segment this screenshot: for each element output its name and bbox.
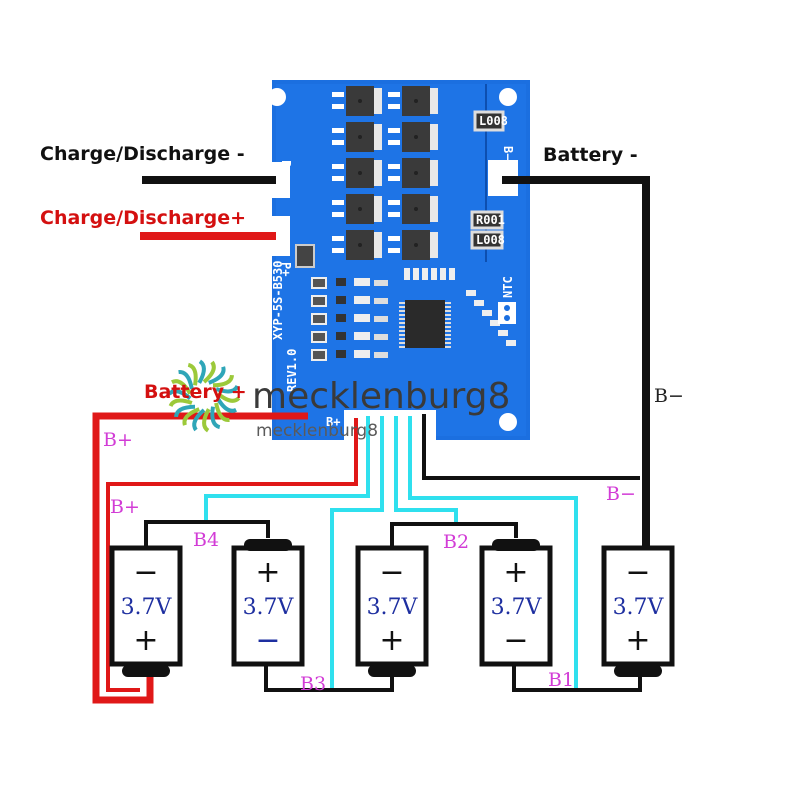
- link-cell2-cell3: [264, 666, 394, 692]
- cell-bottom-polarity: +: [379, 623, 404, 658]
- mosfet: [332, 158, 382, 188]
- resistor-mark: L008: [479, 114, 508, 128]
- diode: [295, 244, 315, 268]
- ntc-label: NTC: [501, 276, 515, 298]
- pad-p-minus-label: P−: [279, 160, 293, 174]
- b-minus-side-label: B−: [654, 385, 684, 407]
- shunt-resistor: [470, 230, 504, 250]
- pcb-board: L008 R001 L008 NTC XYP-5S-B530 REV1.0 P−…: [262, 80, 530, 442]
- battery-minus-label: Battery -: [543, 144, 638, 166]
- mosfet: [388, 122, 438, 152]
- balance-resistors: [311, 268, 516, 361]
- wire-b2: [394, 416, 458, 524]
- watermark-text-small: mecklenburg8: [256, 421, 378, 441]
- b1-label: B1: [548, 669, 574, 691]
- board-revision: REV1.0: [285, 349, 299, 392]
- mosfet: [388, 194, 438, 224]
- wire-b3: [330, 416, 384, 688]
- positive-terminal-cap: [122, 665, 170, 677]
- battery-cells: − 3.7V + +3.7V − − 3.7V + +3.7V − − 3.7V +: [109, 539, 675, 677]
- battery-plus-label: Battery +: [144, 381, 247, 403]
- cell-top-polarity: −: [133, 555, 158, 590]
- cell-voltage: 3.7V: [613, 595, 665, 620]
- watermark: Battery + mecklenburg8 mecklenburg8: [144, 359, 510, 441]
- battery-cell: +3.7V −: [231, 539, 305, 667]
- watermark-logo-icon: [167, 359, 241, 433]
- b-plus-upper-label: B+: [103, 429, 133, 451]
- battery-cell: − 3.7V +: [355, 545, 429, 677]
- charge-discharge-minus-label: Charge/Discharge -: [40, 143, 245, 165]
- cell-voltage: 3.7V: [491, 595, 543, 620]
- watermark-text-large: mecklenburg8: [252, 376, 510, 417]
- link-cell3-cell4: [390, 522, 518, 548]
- wire-b-minus: [502, 176, 650, 555]
- mosfet-array: [332, 86, 438, 260]
- link-cell4-cell5: [512, 666, 642, 692]
- wire-b4: [204, 416, 370, 522]
- positive-terminal-cap: [492, 539, 540, 551]
- shunt-resistor: [473, 110, 505, 132]
- wire-b1: [408, 416, 578, 688]
- mosfet: [332, 230, 382, 260]
- wire-b-plus-inner: [106, 418, 358, 692]
- mosfet: [388, 158, 438, 188]
- b-minus-bottom-label: B−: [606, 483, 636, 505]
- b4-label: B4: [193, 529, 219, 551]
- mounting-hole: [499, 88, 517, 106]
- mosfet: [332, 122, 382, 152]
- b3-label: B3: [300, 673, 326, 695]
- battery-cell: − 3.7V +: [601, 545, 675, 677]
- pad-b-plus-label: B+: [326, 415, 340, 429]
- link-cell1-cell2: [144, 520, 270, 548]
- cell-top-polarity: −: [625, 555, 650, 590]
- cell-voltage: 3.7V: [243, 595, 295, 620]
- cell-top-polarity: +: [255, 555, 280, 590]
- mosfet: [388, 230, 438, 260]
- cell-bottom-polarity: −: [255, 623, 280, 658]
- board-model: XYP-5S-B530: [271, 261, 285, 340]
- b-plus-lower-label: B+: [110, 496, 140, 518]
- cell-top-polarity: −: [379, 555, 404, 590]
- mounting-hole: [268, 88, 286, 106]
- pad-p-plus-label: P+: [279, 262, 293, 276]
- positive-terminal-cap: [244, 539, 292, 551]
- battery-cell: +3.7V −: [479, 539, 553, 667]
- cell-bottom-polarity: −: [503, 623, 528, 658]
- cell-voltage: 3.7V: [367, 595, 419, 620]
- balance-wires: [204, 416, 578, 688]
- resistor-mark: R001: [476, 213, 505, 227]
- pad-bottom-connector: [344, 410, 436, 442]
- cell-voltage: 3.7V: [121, 595, 173, 620]
- battery-cell: − 3.7V +: [109, 545, 183, 677]
- ic-chip: [405, 300, 445, 348]
- mosfet: [332, 194, 382, 224]
- b2-label: B2: [443, 531, 469, 553]
- charge-discharge-plus-label: Charge/Discharge+: [40, 207, 246, 229]
- positive-terminal-cap: [614, 665, 662, 677]
- wire-b-plus-outer: [92, 412, 308, 704]
- mosfet: [332, 86, 382, 116]
- cell-bottom-polarity: +: [133, 623, 158, 658]
- pad-b-minus-label: B−: [501, 146, 515, 160]
- cell-top-polarity: +: [503, 555, 528, 590]
- mosfet: [388, 86, 438, 116]
- shunt-resistor: [470, 210, 504, 230]
- wire-b-minus-inner: [422, 414, 640, 480]
- mounting-hole: [499, 413, 517, 431]
- positive-terminal-cap: [368, 665, 416, 677]
- resistor-mark: L008: [476, 233, 505, 247]
- cell-bottom-polarity: +: [625, 623, 650, 658]
- ntc-connector: [498, 302, 516, 324]
